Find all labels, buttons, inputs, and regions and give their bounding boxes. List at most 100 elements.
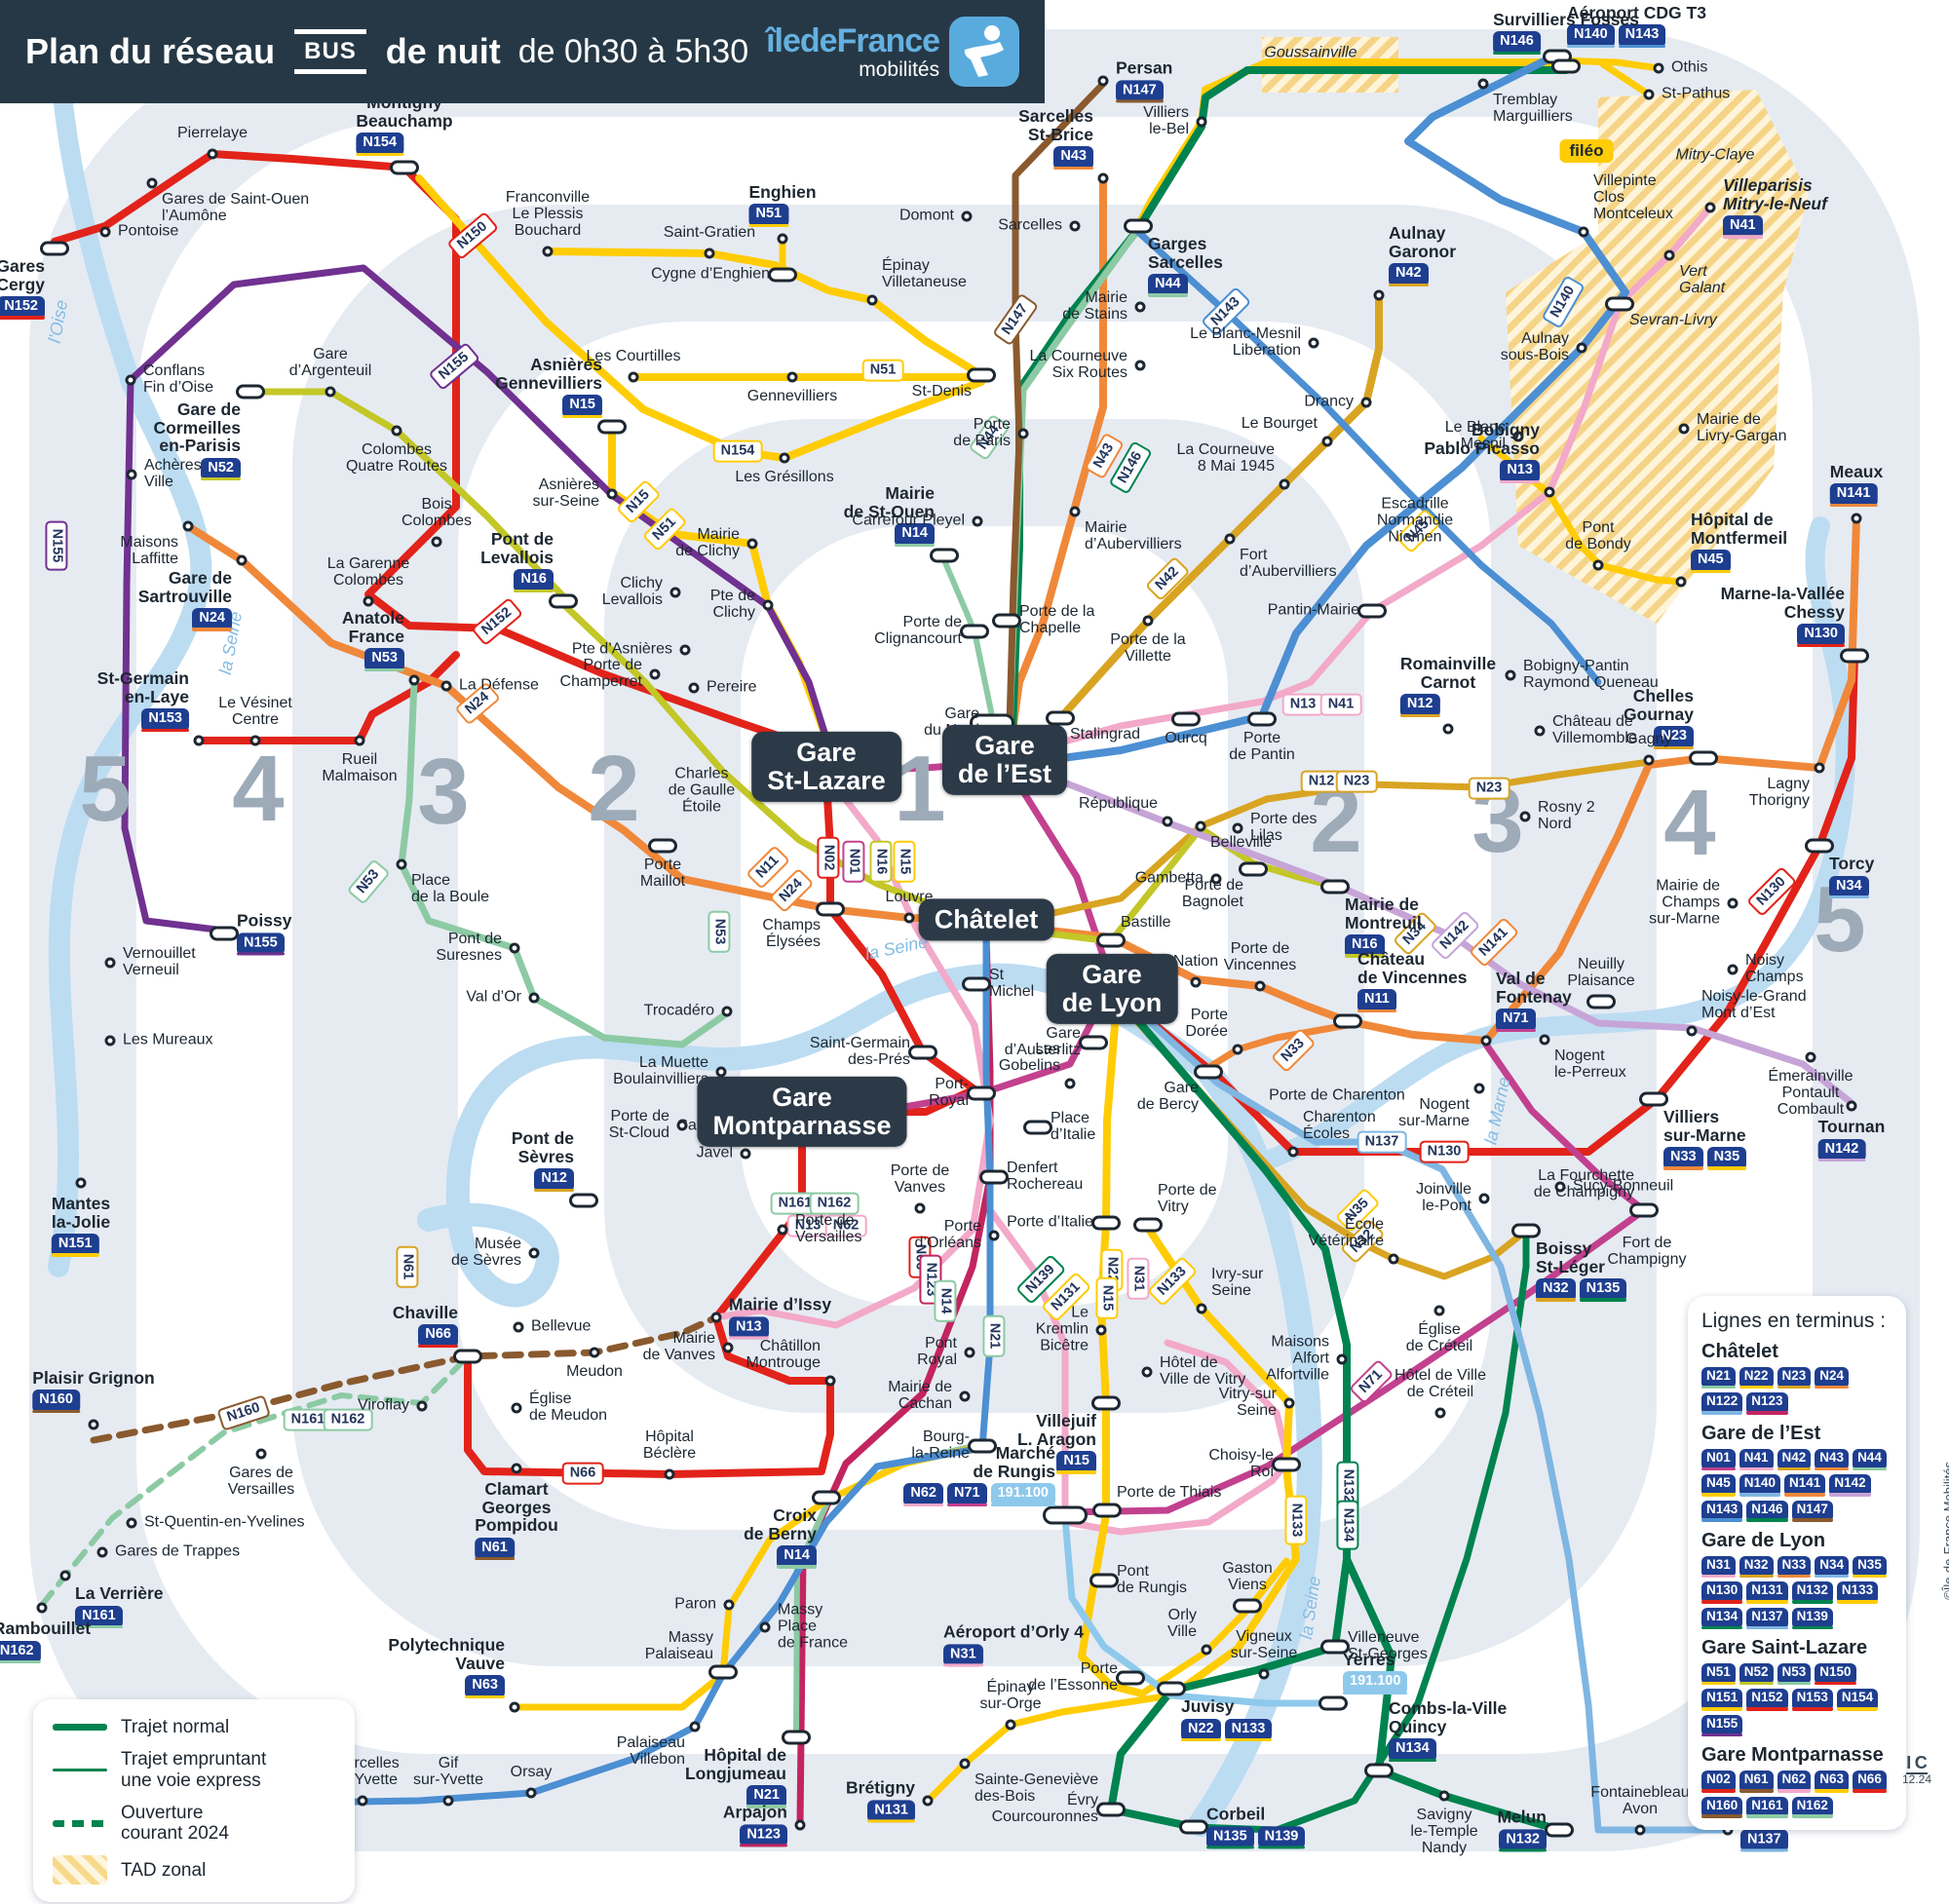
station-marker — [408, 674, 420, 686]
line-chip-N44: N44 — [1853, 1448, 1887, 1471]
line-chip-191.100: 191.100 — [1343, 1671, 1408, 1695]
station-marker — [710, 1312, 722, 1323]
station-marker — [1519, 811, 1531, 822]
station-label: Porte d’Italie — [1007, 1213, 1093, 1231]
line-chip-N155: N155 — [237, 932, 285, 956]
station-label: Nation — [1172, 953, 1219, 971]
station-label: Champs Élysées — [762, 917, 821, 950]
station-marker — [236, 384, 265, 400]
line-chip-N161: N161 — [75, 1605, 123, 1629]
station-marker — [1141, 1366, 1153, 1378]
dashed-line-swatch — [53, 1819, 107, 1827]
line-chip-N51: N51 — [748, 204, 789, 227]
station-marker — [1639, 1091, 1668, 1107]
station-marker — [1727, 897, 1739, 909]
station-label: Le Vésinet Centre — [218, 695, 292, 729]
station-label: Rueil Malmaison — [322, 751, 398, 784]
line-chip-N11: N11 — [1357, 989, 1396, 1012]
line-chip-N61: N61 — [475, 1537, 515, 1561]
station-label: Pte d’Asnières — [571, 640, 672, 658]
station-marker — [391, 425, 402, 437]
station-label: Stalingrad — [1070, 726, 1141, 743]
major-hub-label: Gare de l’Est — [941, 724, 1068, 796]
station-marker — [1511, 1223, 1541, 1238]
station-marker — [746, 538, 758, 550]
line-chip-N63: N63 — [1815, 1771, 1850, 1793]
station-marker — [824, 1375, 836, 1387]
station-label: Fontainebleau Avon — [1590, 1784, 1690, 1818]
line-chip-N66: N66 — [1853, 1771, 1887, 1793]
bus-line-orange — [1203, 1021, 1352, 1073]
station-label: Pontoise — [118, 222, 179, 240]
station-label: Église de Meudon — [529, 1390, 608, 1424]
station-marker — [1247, 711, 1277, 727]
station-marker — [104, 957, 116, 969]
station-label: Porte d’Orléans — [914, 1218, 981, 1251]
station-marker — [1433, 1305, 1445, 1316]
bus-line-yellow — [1078, 998, 1146, 1697]
station-label: Pereire — [707, 678, 757, 696]
station-marker — [1539, 1034, 1550, 1046]
major-hub-label: Gare Montparnasse — [697, 1076, 907, 1148]
bus-line-yellow — [511, 1442, 986, 1711]
bus-line-orange — [1005, 174, 1107, 762]
station-marker — [1851, 513, 1862, 524]
station-marker — [1318, 1695, 1348, 1711]
station-marker — [542, 246, 554, 257]
line-chip-N42: N42 — [1777, 1448, 1812, 1471]
station-label: Épinay Villetaneuse — [882, 257, 967, 291]
station-label: Paron — [674, 1595, 716, 1613]
line-chip-N24: N24 — [1815, 1367, 1850, 1390]
line-number-route-badge: N23 — [1468, 777, 1510, 800]
station-marker — [1171, 711, 1201, 727]
station-marker — [1643, 754, 1655, 766]
station-label: Bobigny-Pantin Raymond Queneau — [1523, 658, 1659, 691]
station-label: Villepinte Clos Montceleux — [1593, 172, 1673, 223]
station-label: Les Courtilles — [586, 348, 681, 365]
station-marker — [36, 1602, 48, 1614]
station-marker — [1096, 933, 1126, 948]
station-marker — [1254, 980, 1266, 992]
station-label: Goussainville — [1264, 44, 1357, 61]
station-label: Maisons Laffitte — [120, 534, 178, 567]
line-number-route-badge: N14 — [934, 1279, 957, 1322]
station-label: Domont — [898, 207, 954, 224]
station-label: Musée de Sèvres — [450, 1236, 521, 1269]
station-marker — [1480, 1035, 1492, 1047]
station-marker — [1512, 431, 1524, 442]
station-marker — [1201, 1644, 1212, 1656]
line-chip-N16: N16 — [514, 569, 554, 592]
station-marker — [1473, 1083, 1485, 1094]
station-label: Gif sur-Yvette — [412, 1755, 484, 1789]
station-marker — [1534, 725, 1546, 737]
station-label: Val d’Or — [466, 988, 521, 1006]
station-label: Trocadéro — [643, 1002, 714, 1019]
line-chip-N13: N13 — [1500, 460, 1540, 483]
station-marker — [1678, 423, 1690, 435]
copyright-credit: ©Île-de-France Mobilités — [1941, 1462, 1949, 1600]
station-marker — [1232, 1044, 1243, 1055]
line-chip-N162: N162 — [0, 1640, 41, 1664]
station-label: Émerainville Pontault Combault — [1768, 1068, 1853, 1118]
line-number-route-badge: N154 — [712, 439, 763, 463]
station-label: Noisy Champs — [1745, 952, 1804, 985]
station-label: Maisons Alfort Alfortville — [1266, 1333, 1329, 1384]
station-label: Meudon — [566, 1363, 623, 1380]
station-label: Carrefour Pleyel — [852, 512, 965, 529]
station-label: Saint-Gratien — [663, 224, 756, 242]
station-marker — [1116, 1670, 1145, 1686]
line-chip-N134: N134 — [1389, 1738, 1436, 1762]
line-chip-N137: N137 — [1746, 1607, 1788, 1629]
station-marker — [1272, 1457, 1301, 1472]
station-label: Les Gobelins — [998, 1041, 1060, 1075]
line-chip-N22: N22 — [1739, 1367, 1774, 1390]
station-label: Porte des Lilas — [1250, 811, 1318, 844]
